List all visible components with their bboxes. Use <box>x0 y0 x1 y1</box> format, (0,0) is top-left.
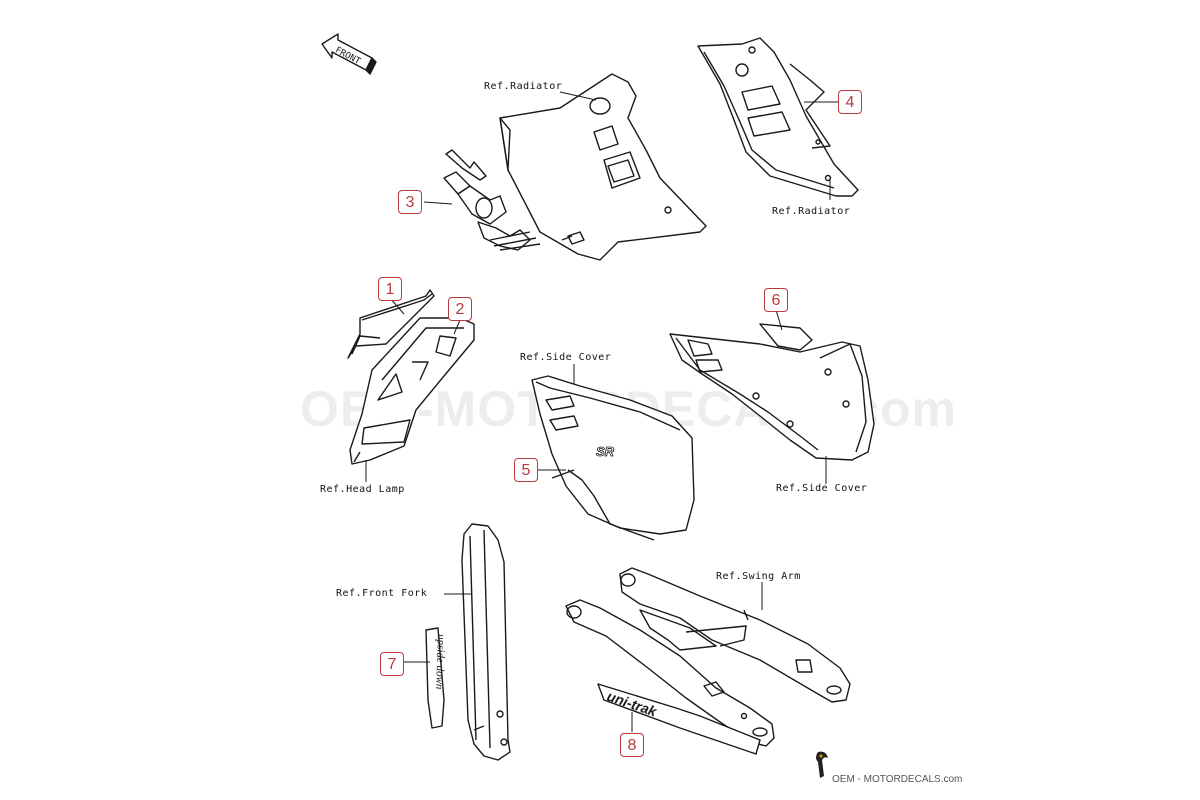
callout-4[interactable]: 4 <box>838 90 862 114</box>
fork-decal-text: upside down <box>433 634 447 690</box>
radiator-shroud-left <box>499 73 707 261</box>
callout-1[interactable]: 1 <box>378 277 402 301</box>
ref-radiator-left: Ref.Radiator <box>484 81 563 92</box>
side-cover-left: SR <box>531 375 695 541</box>
callout-6[interactable]: 6 <box>764 288 788 312</box>
ref-front-fork: Ref.Front Fork <box>336 588 428 599</box>
decal-kx-logo <box>443 149 541 251</box>
decal-panel-1 <box>347 289 435 359</box>
callout-5[interactable]: 5 <box>514 458 538 482</box>
fork-decal: upside down <box>425 627 447 729</box>
ref-side-cover-left: Ref.Side Cover <box>520 352 612 363</box>
front-arrow-icon: FRONT <box>321 33 377 75</box>
side-cover-right <box>669 323 875 461</box>
footer-watermark: OEM - MOTORDECALS.com <box>832 774 963 785</box>
callout-2[interactable]: 2 <box>448 297 472 321</box>
callout-3[interactable]: 3 <box>398 190 422 214</box>
front-fork <box>461 523 511 761</box>
ref-head-lamp: Ref.Head Lamp <box>320 484 405 495</box>
number-plate <box>349 317 475 465</box>
ref-radiator-right: Ref.Radiator <box>772 206 851 217</box>
swing-arm <box>565 567 851 747</box>
callout-7[interactable]: 7 <box>380 652 404 676</box>
bird-logo-icon <box>816 751 828 778</box>
ref-swing-arm: Ref.Swing Arm <box>716 571 801 582</box>
leader-lines <box>365 91 844 732</box>
side-cover-text: SR <box>596 444 615 459</box>
radiator-shroud-right <box>697 37 859 197</box>
ref-side-cover-right: Ref.Side Cover <box>776 483 868 494</box>
callout-8[interactable]: 8 <box>620 733 644 757</box>
